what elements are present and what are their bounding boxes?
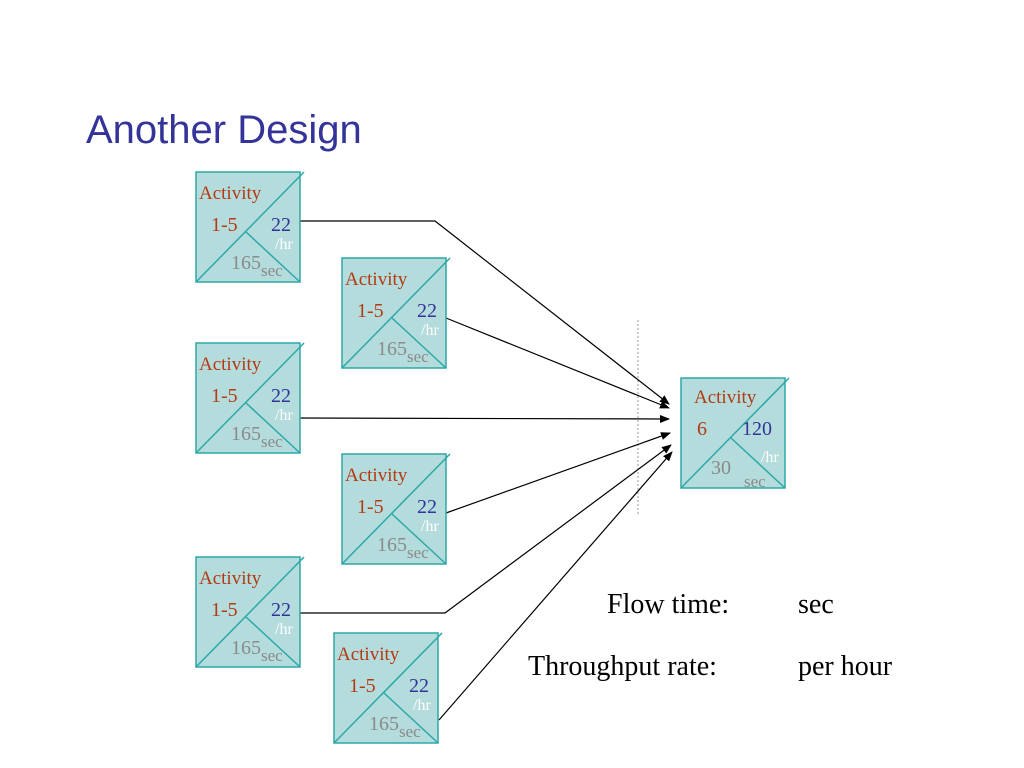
connector-4 [445, 432, 671, 514]
connector-1 [300, 220, 670, 405]
activity-box-2: Activity 1-5 22 /hr 165 sec [341, 257, 451, 369]
box-rate: 22 [271, 599, 291, 621]
box-time: 30 [711, 457, 731, 479]
box-label: Activity [199, 354, 262, 375]
box-rate-unit: /hr [275, 621, 293, 638]
box-diagonal-short [245, 231, 301, 283]
box-activity-id: 1-5 [211, 385, 238, 407]
box-diagonal [333, 632, 443, 744]
box-rate: 22 [417, 300, 437, 322]
box-label: Activity [345, 465, 408, 486]
connector-5 [300, 444, 672, 614]
activity-box-group: Activity 1-5 22 /hr 165 sec Activity 1-5… [195, 171, 790, 744]
box-diagonal-short [383, 692, 439, 744]
box-time: 165 [231, 423, 261, 445]
box-diagonal [341, 453, 451, 565]
box-diagonal [680, 377, 790, 489]
box-rate-unit: /hr [275, 236, 293, 253]
box-time: 165 [231, 252, 261, 274]
activity-box-1: Activity 1-5 22 /hr 165 sec [195, 171, 305, 283]
box-time-unit: sec [261, 646, 283, 665]
box-diagonal [195, 171, 305, 283]
box-rate-unit: /hr [421, 322, 439, 339]
box-rate-unit: /hr [761, 449, 779, 466]
box-time-unit: sec [407, 347, 429, 366]
box-diagonal-short [730, 437, 786, 489]
box-time-unit: sec [407, 543, 429, 562]
box-activity-id: 6 [697, 418, 707, 440]
box-rate: 22 [417, 496, 437, 518]
box-rate-unit: /hr [275, 407, 293, 424]
box-activity-id: 1-5 [357, 496, 384, 518]
box-diagonal [195, 342, 305, 454]
box-activity-id: 1-5 [211, 599, 238, 621]
throughput-rate-value: per hour [798, 651, 893, 682]
box-diagonal [341, 257, 451, 369]
flow-time-value: sec [798, 589, 834, 620]
box-label: Activity [199, 183, 262, 204]
activity-box-4: Activity 1-5 22 /hr 165 sec [341, 453, 451, 565]
box-time: 165 [377, 534, 407, 556]
throughput-rate-label: Throughput rate: [528, 651, 717, 682]
connector-3 [299, 414, 670, 423]
box-rate-unit: /hr [413, 697, 431, 714]
connector-group [299, 220, 673, 721]
box-rate: 120 [742, 418, 772, 440]
box-diagonal-short [391, 513, 447, 565]
box-time-unit: sec [399, 722, 421, 741]
box-time: 165 [369, 713, 399, 735]
box-diagonal-short [245, 402, 301, 454]
page-title: Another Design [86, 108, 362, 152]
connector-6 [438, 451, 673, 721]
box-rate: 22 [271, 385, 291, 407]
box-time-unit: sec [261, 261, 283, 280]
box-time-unit: sec [261, 432, 283, 451]
flow-time-label: Flow time: [607, 589, 730, 620]
box-label: Activity [199, 568, 262, 589]
box-diagonal-short [391, 317, 447, 369]
box-label: Activity [345, 269, 408, 290]
activity-box-5: Activity 1-5 22 /hr 165 sec [195, 556, 305, 668]
box-rate-unit: /hr [421, 518, 439, 535]
box-activity-id: 1-5 [349, 675, 376, 697]
box-activity-id: 1-5 [211, 214, 238, 236]
box-diagonal-short [245, 616, 301, 668]
box-frame [195, 171, 301, 283]
box-activity-id: 1-5 [357, 300, 384, 322]
activity-box-3: Activity 1-5 22 /hr 165 sec [195, 342, 305, 454]
connector-2 [445, 317, 670, 409]
box-label: Activity [337, 644, 400, 665]
box-rate: 22 [409, 675, 429, 697]
box-time: 165 [231, 637, 261, 659]
box-time-unit: sec [744, 472, 766, 491]
box-rate: 22 [271, 214, 291, 236]
activity-box-6: Activity 1-5 22 /hr 165 sec [333, 632, 443, 744]
box-time: 165 [377, 338, 407, 360]
box-label: Activity [694, 387, 757, 408]
activity-box-final: Activity 6 120 /hr 30 sec [680, 377, 790, 491]
box-diagonal [195, 556, 305, 668]
